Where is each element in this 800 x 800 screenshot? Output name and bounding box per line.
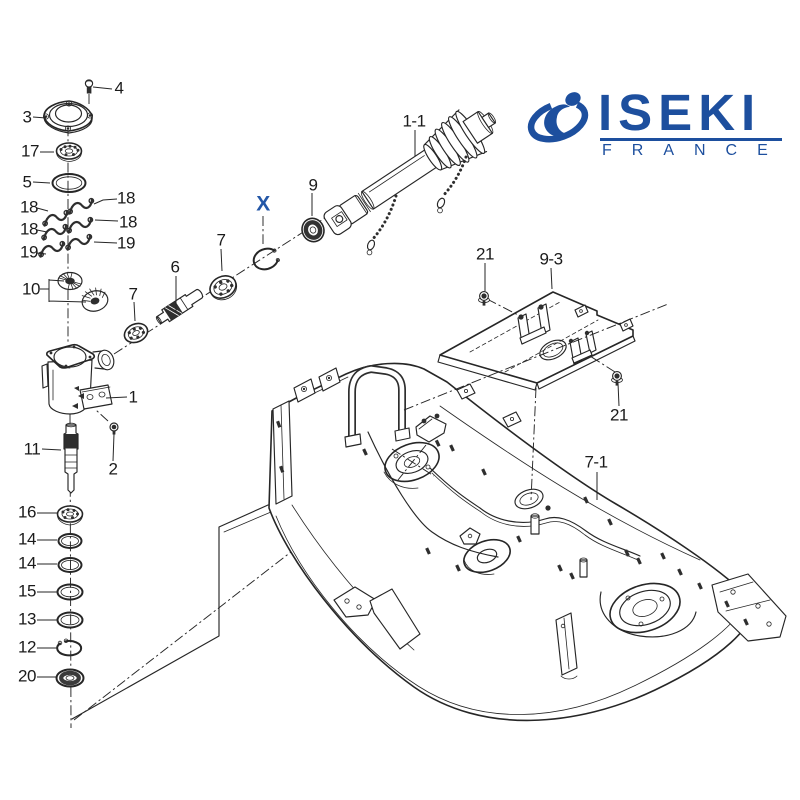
- bearing-7-right-drawing: [209, 275, 238, 301]
- part-label-12: 12: [18, 637, 36, 657]
- shaft-11-drawing: [63, 422, 79, 494]
- bolt-4-drawing: [84, 79, 94, 94]
- part-label-6: 6: [170, 257, 180, 277]
- seal-9-drawing: [301, 217, 325, 243]
- bolt-2-drawing: [109, 422, 119, 435]
- part-label-20: 20: [18, 666, 36, 686]
- part-label-17: 17: [21, 141, 39, 161]
- part-label-18-1: 18: [117, 188, 135, 208]
- mount-plate-9-3-drawing: [437, 291, 636, 391]
- brand-name: ISEKI: [598, 84, 762, 141]
- bearing-16-drawing: [56, 505, 84, 526]
- part-label-1: 1: [128, 387, 138, 407]
- gears-10-drawing: [57, 271, 109, 312]
- pto-shaft-1-1-drawing: [323, 109, 497, 256]
- gearbox-1-drawing: [41, 343, 115, 415]
- shaft-6-drawing: [155, 288, 204, 325]
- bolt-21-left-drawing: [478, 291, 490, 306]
- clips-18-19-drawing: [36, 197, 97, 259]
- part-label-10: 10: [22, 279, 40, 299]
- part-label-7-left: 7: [128, 284, 138, 304]
- part-label-14-1: 14: [18, 529, 36, 549]
- brand-country: FRANCE: [602, 142, 788, 159]
- part-label-9-3: 9-3: [539, 249, 563, 269]
- part-label-19-1: 19: [117, 233, 135, 253]
- part-label-x-highlight: X: [256, 192, 270, 216]
- part-label-14-2: 14: [18, 553, 36, 573]
- seal-20-drawing: [55, 668, 85, 688]
- bearing-7-left-drawing: [123, 322, 149, 344]
- part-label-21-left: 21: [476, 244, 494, 264]
- bolt-21-right-drawing: [611, 371, 623, 386]
- part-label-21-right: 21: [610, 405, 628, 425]
- part-label-4: 4: [114, 78, 124, 98]
- part-label-2: 2: [108, 459, 118, 479]
- leader-lines: [32, 86, 620, 678]
- overlay-axis-lines: [262, 216, 669, 501]
- oring-5-drawing: [51, 173, 87, 193]
- part-label-1-1: 1-1: [402, 111, 426, 131]
- part-label-18-2: 18: [20, 197, 38, 217]
- part-label-7-right: 7: [216, 230, 226, 250]
- cover-3-drawing: [43, 100, 94, 134]
- part-label-7-1: 7-1: [584, 452, 608, 472]
- part-label-11: 11: [23, 439, 41, 459]
- deck-bolt-marks: [362, 444, 703, 590]
- part-label-16: 16: [18, 502, 36, 522]
- snap-ring-12-drawing: [56, 638, 83, 657]
- part-label-15: 15: [18, 581, 36, 601]
- part-label-9: 9: [308, 175, 318, 195]
- part-label-19-2: 19: [20, 242, 38, 262]
- mower-deck-7-1-drawing: [71, 362, 787, 722]
- brand-logo: ISEKI FRANCE: [526, 82, 788, 166]
- washers-rings-drawing: [56, 533, 84, 629]
- part-label-3: 3: [22, 107, 32, 127]
- part-label-18-4: 18: [20, 219, 38, 239]
- part-label-13: 13: [18, 609, 36, 629]
- part-label-5: 5: [22, 172, 32, 192]
- part-label-18-3: 18: [119, 212, 137, 232]
- snap-ring-x-drawing: [252, 247, 280, 271]
- bearing-17-drawing: [55, 142, 83, 162]
- iseki-emblem-icon: [527, 92, 589, 143]
- brand-rule: [600, 138, 782, 141]
